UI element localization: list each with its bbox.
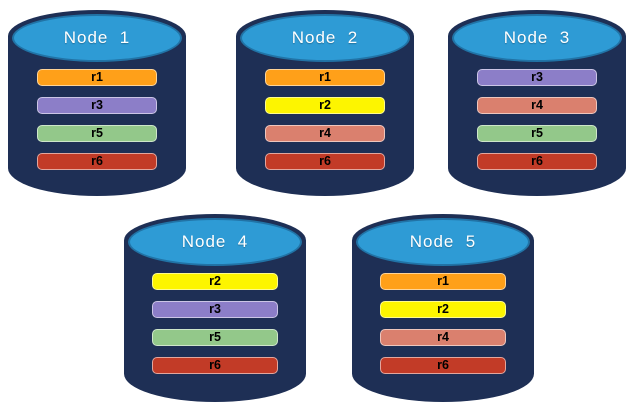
replica-list: r1 r2 r4 r6 (236, 69, 414, 170)
replica-label: r5 (209, 330, 221, 345)
replica-bar-r1: r1 (380, 273, 506, 290)
replica-bar-r4: r4 (265, 125, 385, 142)
node-5: Node 5 r1 r2 r4 r6 (352, 214, 534, 402)
replica-label: r6 (531, 154, 543, 169)
replica-list: r1 r3 r5 r6 (8, 69, 186, 170)
replica-bar-r5: r5 (37, 125, 157, 142)
replica-bar-r3: r3 (152, 301, 278, 318)
replica-label: r2 (209, 274, 221, 289)
replica-label: r4 (319, 126, 331, 141)
replica-bar-r6: r6 (152, 357, 278, 374)
node-2: Node 2 r1 r2 r4 r6 (236, 10, 414, 196)
node-title: Node 5 (409, 232, 477, 251)
replica-bar-r5: r5 (152, 329, 278, 346)
replica-label: r1 (91, 70, 103, 85)
replica-label: r3 (91, 98, 103, 113)
cylinder-top: Node 5 (356, 218, 530, 266)
cylinder-top: Node 4 (128, 218, 302, 266)
cylinder-top: Node 2 (240, 14, 410, 62)
replica-label: r6 (209, 358, 221, 373)
replica-label: r1 (319, 70, 331, 85)
node-title: Node 1 (63, 28, 131, 47)
replica-label: r4 (531, 98, 543, 113)
replica-label: r3 (531, 70, 543, 85)
replica-list: r3 r4 r5 r6 (448, 69, 626, 170)
replica-label: r1 (437, 274, 449, 289)
cylinder-top: Node 1 (12, 14, 182, 62)
replica-bar-r3: r3 (37, 97, 157, 114)
replica-bar-r4: r4 (380, 329, 506, 346)
replica-list: r1 r2 r4 r6 (352, 273, 534, 374)
cylinder-top: Node 3 (452, 14, 622, 62)
replica-label: r5 (531, 126, 543, 141)
replica-bar-r2: r2 (152, 273, 278, 290)
replica-bar-r1: r1 (265, 69, 385, 86)
replica-bar-r6: r6 (477, 153, 597, 170)
replica-bar-r3: r3 (477, 69, 597, 86)
replica-list: r2 r3 r5 r6 (124, 273, 306, 374)
replica-label: r2 (319, 98, 331, 113)
node-4: Node 4 r2 r3 r5 r6 (124, 214, 306, 402)
replica-bar-r2: r2 (265, 97, 385, 114)
replica-bar-r4: r4 (477, 97, 597, 114)
replica-bar-r1: r1 (37, 69, 157, 86)
replica-bar-r6: r6 (265, 153, 385, 170)
replica-label: r6 (91, 154, 103, 169)
replica-label: r6 (437, 358, 449, 373)
node-1: Node 1 r1 r3 r5 r6 (8, 10, 186, 196)
node-title: Node 2 (291, 28, 359, 47)
replica-label: r5 (91, 126, 103, 141)
replica-bar-r2: r2 (380, 301, 506, 318)
replica-label: r3 (209, 302, 221, 317)
replica-label: r2 (437, 302, 449, 317)
replica-label: r6 (319, 154, 331, 169)
node-3: Node 3 r3 r4 r5 r6 (448, 10, 626, 196)
replica-bar-r6: r6 (37, 153, 157, 170)
node-title: Node 4 (181, 232, 249, 251)
node-title: Node 3 (503, 28, 571, 47)
replica-bar-r5: r5 (477, 125, 597, 142)
replica-bar-r6: r6 (380, 357, 506, 374)
replica-label: r4 (437, 330, 449, 345)
